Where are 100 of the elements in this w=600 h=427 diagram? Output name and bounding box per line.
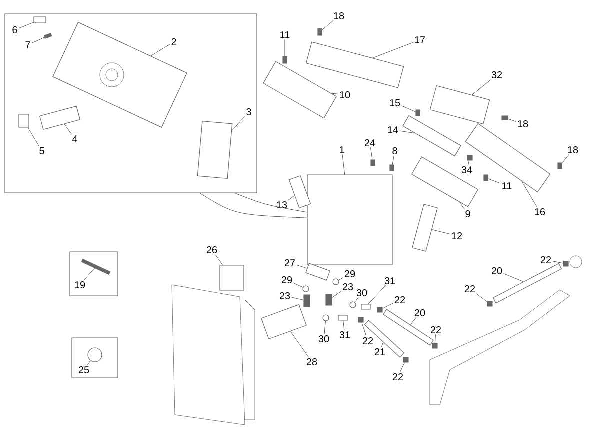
leader-line xyxy=(504,274,524,282)
leader-line xyxy=(32,37,45,44)
leader-line xyxy=(324,321,326,335)
clip xyxy=(34,16,46,24)
callout-number: 18 xyxy=(568,146,578,154)
o-ring xyxy=(350,302,356,308)
callout-number: 15 xyxy=(390,100,400,106)
o-ring xyxy=(332,278,340,286)
leader-line xyxy=(381,342,384,348)
callout-number: 24 xyxy=(364,140,376,146)
screw xyxy=(416,110,420,116)
callout-number: 1 xyxy=(340,146,344,154)
hose-clamp xyxy=(358,317,364,323)
leader-line xyxy=(332,291,342,298)
leader-line xyxy=(338,278,344,281)
hose-clamp xyxy=(403,357,409,363)
callout-number: 18 xyxy=(334,12,344,20)
leader-line xyxy=(343,320,345,331)
callout-number: 4 xyxy=(72,136,78,142)
leader-line xyxy=(64,124,72,135)
callout-number: 22 xyxy=(430,326,442,334)
callout-number: 20 xyxy=(414,309,426,317)
callout-number: 13 xyxy=(277,201,288,209)
leader-line xyxy=(552,261,564,264)
hose-clamp xyxy=(377,307,383,313)
leader-line xyxy=(322,20,334,30)
hose-elbow xyxy=(326,294,332,306)
leader-line xyxy=(522,181,538,208)
callout-number: 22 xyxy=(392,374,404,380)
pipe-stub xyxy=(361,304,371,310)
callout-number: 14 xyxy=(388,126,398,134)
leader-line xyxy=(488,178,501,184)
leader-line xyxy=(342,154,346,175)
screw xyxy=(558,162,562,170)
air-duct xyxy=(306,42,404,88)
callout-number: 12 xyxy=(452,232,462,240)
leader-line xyxy=(432,230,451,235)
callout-number: 31 xyxy=(384,277,396,285)
callout-number: 11 xyxy=(502,182,512,190)
callout-number: 30 xyxy=(318,335,330,343)
detail-line xyxy=(200,193,308,218)
leader-line xyxy=(368,285,386,304)
callout-number: 23 xyxy=(342,283,354,291)
screw xyxy=(44,33,52,39)
leader-line xyxy=(288,196,295,201)
leader-line xyxy=(410,317,416,326)
screw xyxy=(318,28,322,36)
hose-elbow xyxy=(304,294,310,308)
leader-line xyxy=(28,128,40,147)
callout-number: 29 xyxy=(344,270,356,278)
foam-pad xyxy=(220,265,244,291)
blower-housing xyxy=(52,22,188,128)
leader-line xyxy=(472,79,492,96)
callout-number: 29 xyxy=(282,276,292,284)
detail-line xyxy=(234,193,308,213)
callout-number: 17 xyxy=(415,36,426,44)
leader-line xyxy=(476,293,488,302)
hose-clamp xyxy=(432,343,438,349)
inset-frame xyxy=(4,14,258,194)
leader-line xyxy=(18,22,34,29)
callout-number: 9 xyxy=(466,210,470,218)
cap xyxy=(88,348,102,362)
callout-number: 26 xyxy=(206,246,218,254)
leader-line xyxy=(459,202,465,210)
leader-line xyxy=(290,331,309,358)
detail-box xyxy=(70,252,118,296)
callout-number: 32 xyxy=(492,71,502,79)
hose-clamp xyxy=(487,301,493,307)
leader-line xyxy=(400,362,405,373)
o-ring xyxy=(302,286,310,292)
air-duct xyxy=(263,61,337,119)
leader-line xyxy=(294,282,304,288)
callout-number: 23 xyxy=(280,292,290,300)
leader-line xyxy=(84,268,95,281)
leader-line xyxy=(87,360,91,366)
callout-number: 7 xyxy=(26,42,30,48)
callout-number: 5 xyxy=(40,148,44,154)
leader-line xyxy=(150,44,170,56)
callout-number: 6 xyxy=(12,26,18,34)
leader-line xyxy=(392,155,394,165)
callout-number: 22 xyxy=(540,256,552,264)
leader-line xyxy=(362,322,367,337)
callout-number: 18 xyxy=(518,120,528,128)
leader-line xyxy=(434,334,436,344)
screw xyxy=(484,174,488,182)
callout-number: 22 xyxy=(464,286,476,292)
callout-number: 30 xyxy=(356,289,368,297)
callout-number: 21 xyxy=(374,348,386,356)
leader-line xyxy=(232,116,246,132)
pipe-stub xyxy=(338,315,348,321)
leader-line xyxy=(370,147,373,160)
detail-box xyxy=(72,338,118,378)
leader-line xyxy=(400,130,416,134)
callout-number: 16 xyxy=(535,208,546,216)
leader-line xyxy=(331,93,339,94)
callout-number: 3 xyxy=(246,108,252,116)
leader-line xyxy=(562,154,570,164)
screw xyxy=(282,56,288,64)
leader-line xyxy=(292,297,304,300)
leader-line xyxy=(284,39,286,56)
